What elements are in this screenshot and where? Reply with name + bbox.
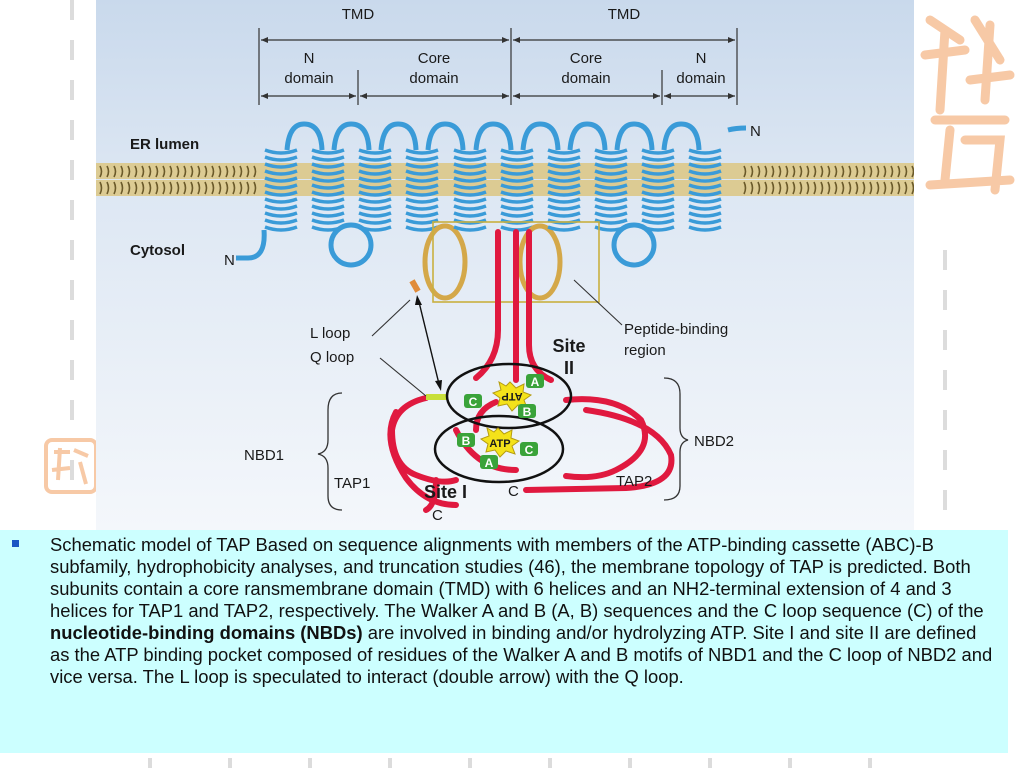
transmembrane-helices: [264, 121, 722, 301]
nbd1-brace: [317, 392, 343, 511]
label-tmd-left: TMD: [342, 6, 375, 23]
label-l-loop: L loop: [310, 325, 350, 342]
motif-b-top: B: [523, 405, 532, 419]
label-n-terminal-right: N: [750, 123, 761, 140]
site-i-ellipse: [433, 414, 565, 484]
label-nbd1: NBD1: [244, 447, 284, 464]
label-core-left-2: domain: [409, 70, 458, 87]
label-tmd-right: TMD: [608, 6, 641, 23]
calligraphy-watermark-right: [920, 15, 1015, 195]
label-n-terminal-left: N: [224, 252, 235, 269]
label-n-domain-right-2: domain: [676, 70, 725, 87]
label-site-ii-2: II: [564, 358, 574, 378]
label-q-loop: Q loop: [310, 349, 354, 366]
motif-c-top: C: [469, 395, 478, 409]
caption-part-1: Schematic model of TAP Based on sequence…: [50, 534, 984, 621]
motif-a-top: A: [531, 375, 540, 389]
motif-a-bottom: A: [485, 456, 494, 470]
label-peptide-binding: Peptide-binding: [624, 321, 728, 338]
site-ii-ellipse: [445, 362, 573, 430]
label-site-ii: Site: [552, 336, 585, 356]
label-c-terminal-left: C: [432, 507, 443, 524]
label-n-domain-left: N: [304, 50, 315, 67]
q-loop-marker: [426, 394, 448, 400]
label-site-i: Site I: [424, 482, 467, 502]
double-arrow: [415, 295, 442, 391]
stamp-watermark-left: [44, 438, 98, 494]
label-c-terminal-right: C: [508, 483, 519, 500]
pointer-lines: [371, 279, 623, 397]
label-er-lumen: ER lumen: [130, 136, 199, 153]
label-cytosol: Cytosol: [130, 242, 185, 259]
n-terminal-tail-right: [727, 125, 747, 133]
tmd-brackets: [258, 28, 738, 105]
label-tap1: TAP1: [334, 475, 370, 492]
caption-part-2: are involved in binding and/or hydrolyzi…: [50, 622, 993, 687]
motif-b-bottom: B: [462, 434, 471, 448]
label-core-left: Core: [418, 50, 451, 67]
nbd2-brace: [663, 377, 689, 501]
caption-box: Schematic model of TAP Based on sequence…: [0, 530, 1008, 753]
caption-bold: nucleotide-binding domains (NBDs): [50, 622, 363, 643]
tap-diagram: TMD TMD N domain Core domain Core domain…: [96, 0, 914, 530]
motif-boxes: [457, 374, 544, 469]
label-atp-top: ATP: [501, 390, 522, 402]
bullet-icon: [12, 540, 19, 547]
caption-text: Schematic model of TAP Based on sequence…: [50, 534, 996, 688]
motif-c-bottom: C: [525, 443, 534, 457]
label-core-right-2: domain: [561, 70, 610, 87]
label-n-domain-right: N: [696, 50, 707, 67]
label-core-right: Core: [570, 50, 603, 67]
label-nbd2: NBD2: [694, 433, 734, 450]
label-tap2: TAP2: [616, 473, 652, 490]
atp-star-bottom: [479, 426, 521, 458]
n-terminal-tail-left: [236, 229, 267, 261]
atp-star-top: [491, 380, 533, 412]
label-peptide-binding-2: region: [624, 342, 666, 359]
l-loop-marker: [409, 279, 421, 293]
label-atp-bottom: ATP: [489, 438, 510, 450]
label-n-domain-left-2: domain: [284, 70, 333, 87]
